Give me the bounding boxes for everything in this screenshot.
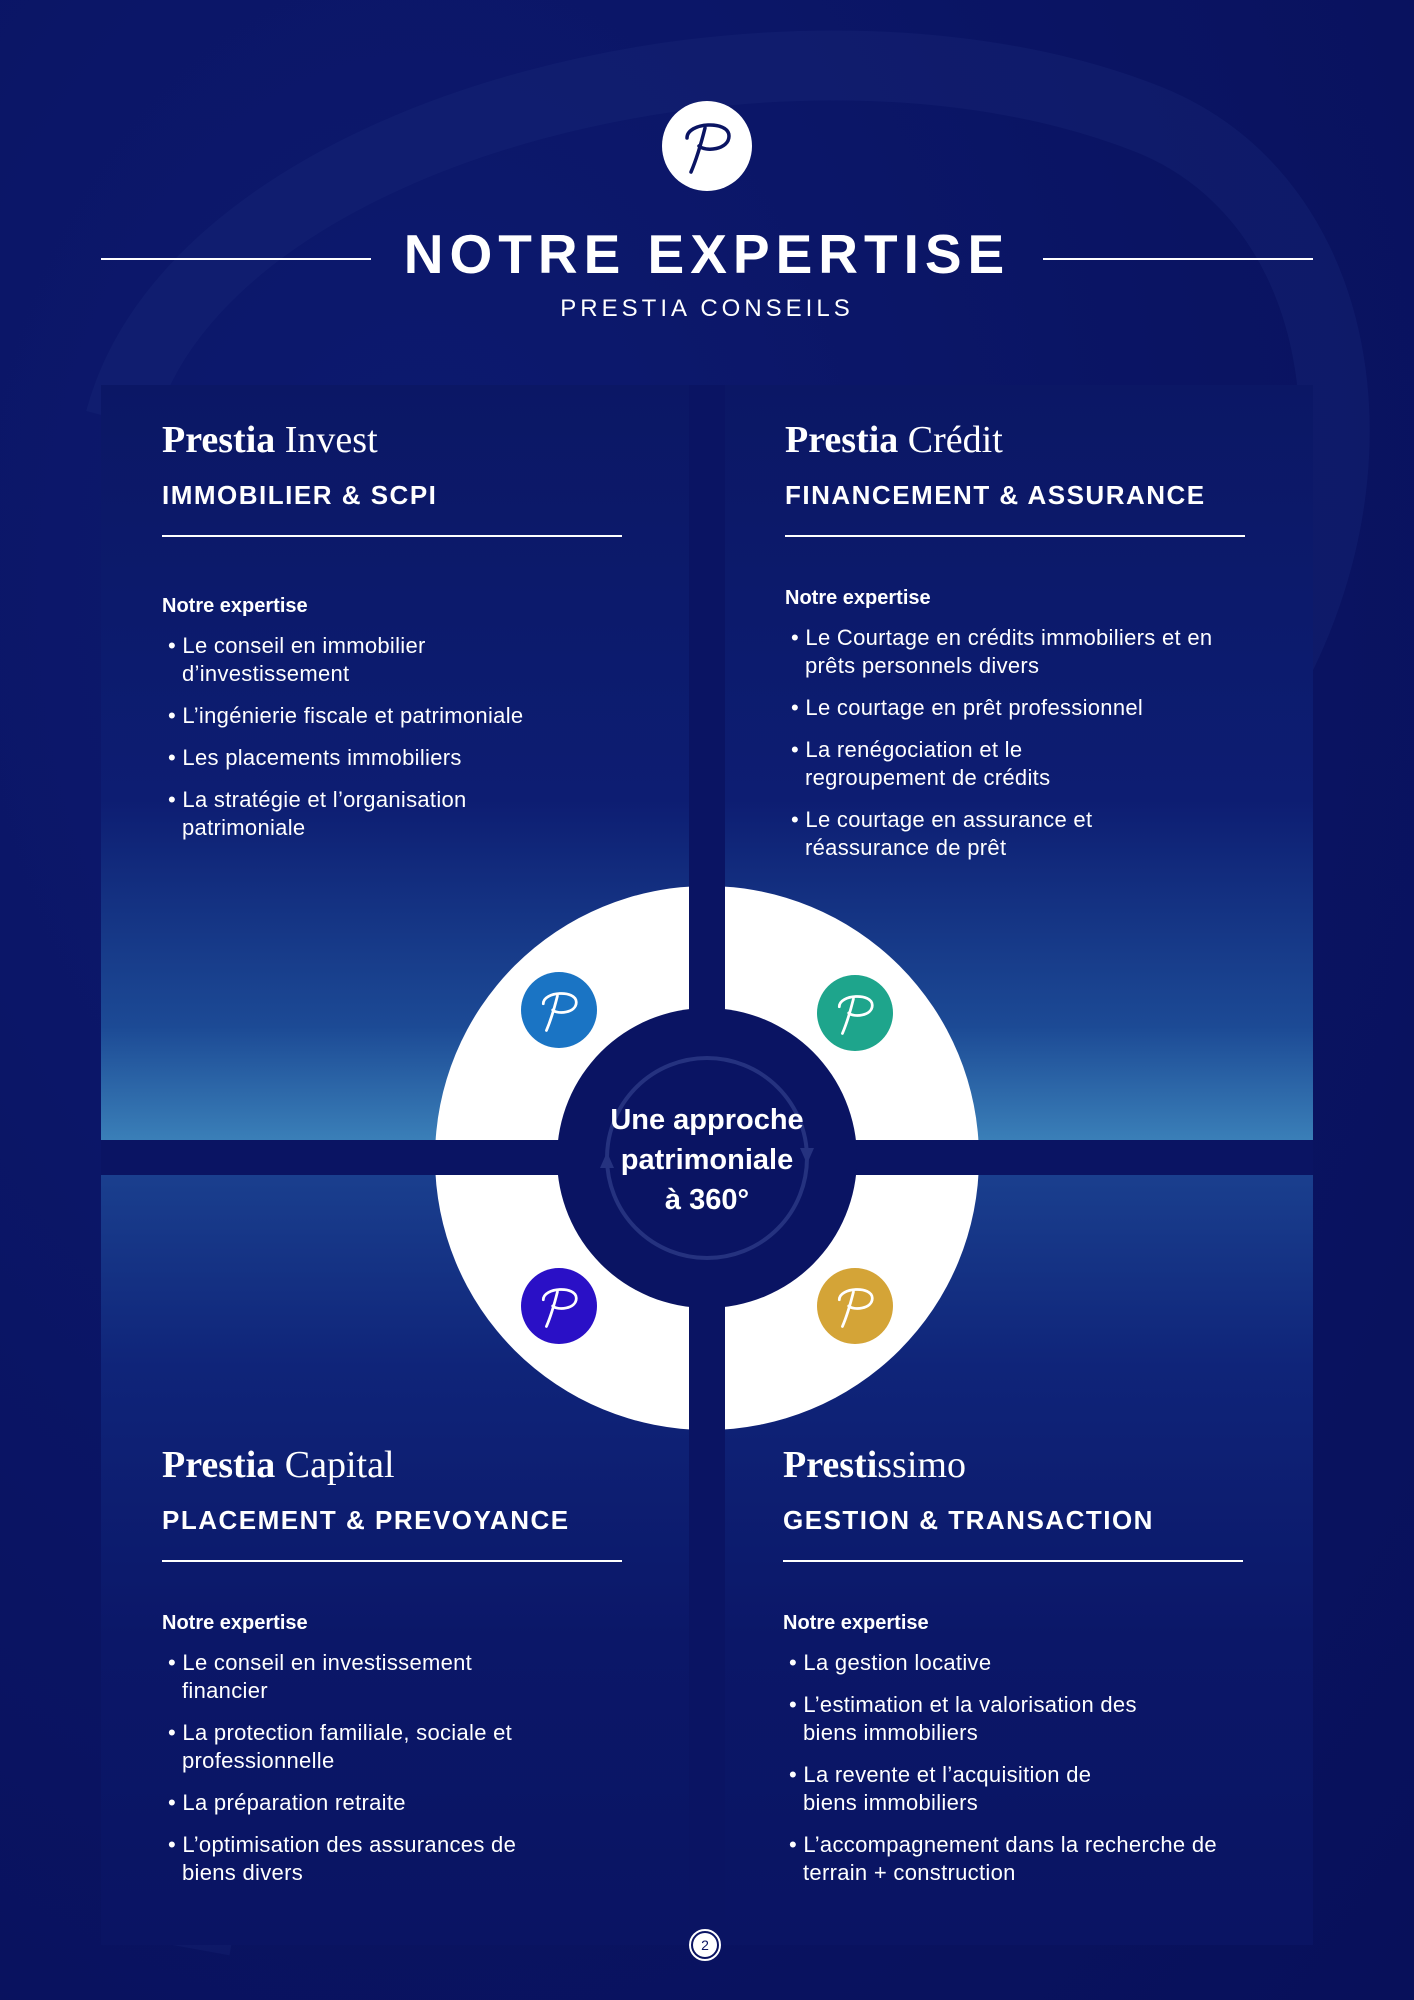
page-title: NOTRE EXPERTISE bbox=[403, 223, 1011, 285]
brand-light: ssimo bbox=[877, 1444, 966, 1486]
list-item: La gestion locative bbox=[783, 1649, 1253, 1677]
expertise-list: La gestion locative L’estimation et la v… bbox=[783, 1649, 1253, 1887]
arrow-head-right bbox=[800, 1148, 814, 1164]
section-subtitle: GESTION & TRANSACTION bbox=[783, 1505, 1154, 1535]
section-subtitle: PLACEMENT & PREVOYANCE bbox=[162, 1505, 570, 1535]
section-subtitle: FINANCEMENT & ASSURANCE bbox=[785, 480, 1206, 510]
section-subtitle: IMMOBILIER & SCPI bbox=[162, 480, 438, 510]
brand-name: Prestia Crédit bbox=[785, 418, 1255, 462]
list-item: Le Courtage en crédits immobiliers et en… bbox=[785, 624, 1255, 680]
section-rule bbox=[162, 1560, 622, 1562]
expertise-label: Notre expertise bbox=[785, 587, 931, 609]
list-item: Le conseil en investissement financier bbox=[162, 1649, 562, 1705]
section-rule bbox=[785, 535, 1245, 537]
rotation-arrow-bottom bbox=[605, 1157, 809, 1260]
list-item: Le conseil en immobilier d’investissemen… bbox=[162, 632, 502, 688]
page-number-value: 2 bbox=[693, 1933, 717, 1957]
brand-bold: Prestia bbox=[785, 419, 899, 461]
brand-light: Capital bbox=[275, 1444, 395, 1486]
prestia-invest-icon bbox=[521, 972, 597, 1048]
section-capital: Prestia Capital PLACEMENT & PREVOYANCE N… bbox=[162, 1443, 632, 1901]
brand-name: Prestia Capital bbox=[162, 1443, 632, 1487]
expertise-list: Le conseil en investissement financier L… bbox=[162, 1649, 632, 1887]
brand-name: Prestia Invest bbox=[162, 418, 632, 462]
wheel-center bbox=[557, 1008, 857, 1308]
prestissimo-icon bbox=[817, 1268, 893, 1344]
page-subtitle: PRESTIA CONSEILS bbox=[560, 295, 854, 322]
brand-name: Prestissimo bbox=[783, 1443, 1253, 1487]
list-item: Le courtage en prêt professionnel bbox=[785, 694, 1255, 722]
section-rule bbox=[783, 1560, 1243, 1562]
tagline-line: à 360° bbox=[664, 1184, 750, 1216]
list-item: La préparation retraite bbox=[162, 1789, 632, 1817]
prestia-capital-icon bbox=[521, 1268, 597, 1344]
list-item: La protection familiale, sociale et prof… bbox=[162, 1719, 622, 1775]
section-prestissimo: Prestissimo GESTION & TRANSACTION Notre … bbox=[783, 1443, 1253, 1901]
section-rule bbox=[162, 535, 622, 537]
section-credit: Prestia Crédit FINANCEMENT & ASSURANCE N… bbox=[785, 418, 1255, 876]
expertise-list: Le conseil en immobilier d’investissemen… bbox=[162, 632, 632, 842]
title-rule-left bbox=[101, 258, 371, 260]
prestia-logo bbox=[662, 101, 752, 191]
list-item: Les placements immobiliers bbox=[162, 744, 632, 772]
prestia-credit-icon bbox=[817, 975, 893, 1051]
list-item: La renégociation et le regroupement de c… bbox=[785, 736, 1145, 792]
brand-bold: Prestia bbox=[162, 419, 276, 461]
list-item: La stratégie et l’organisation patrimoni… bbox=[162, 786, 542, 842]
tagline-line: Une approche bbox=[610, 1104, 804, 1136]
brand-bold: Presti bbox=[783, 1444, 878, 1486]
list-item: L’ingénierie fiscale et patrimoniale bbox=[162, 702, 632, 730]
page-number: 2 bbox=[689, 1929, 721, 1961]
tagline-line: patrimoniale bbox=[620, 1144, 794, 1176]
center-tagline: Une approche patrimoniale à 360° bbox=[585, 1100, 829, 1220]
expertise-list: Le Courtage en crédits immobiliers et en… bbox=[785, 624, 1255, 862]
brand-light: Invest bbox=[275, 419, 378, 461]
title-rule-right bbox=[1043, 258, 1313, 260]
rotation-arrow-top bbox=[605, 1056, 809, 1159]
expertise-label: Notre expertise bbox=[783, 1612, 929, 1634]
prestia-p-logo-icon bbox=[685, 123, 731, 174]
list-item: La revente et l’acquisition de biens imm… bbox=[783, 1761, 1143, 1817]
list-item: Le courtage en assurance et réassurance … bbox=[785, 806, 1185, 862]
brand-light: Crédit bbox=[898, 419, 1003, 461]
list-item: L’accompagnement dans la recherche de te… bbox=[783, 1831, 1263, 1887]
brand-bold: Prestia bbox=[162, 1444, 276, 1486]
expertise-label: Notre expertise bbox=[162, 595, 308, 617]
list-item: L’optimisation des assurances de biens d… bbox=[162, 1831, 562, 1887]
arrow-head-left bbox=[600, 1152, 614, 1168]
expertise-label: Notre expertise bbox=[162, 1612, 308, 1634]
list-item: L’estimation et la valorisation des bien… bbox=[783, 1691, 1183, 1747]
section-invest: Prestia Invest IMMOBILIER & SCPI Notre e… bbox=[162, 418, 632, 856]
